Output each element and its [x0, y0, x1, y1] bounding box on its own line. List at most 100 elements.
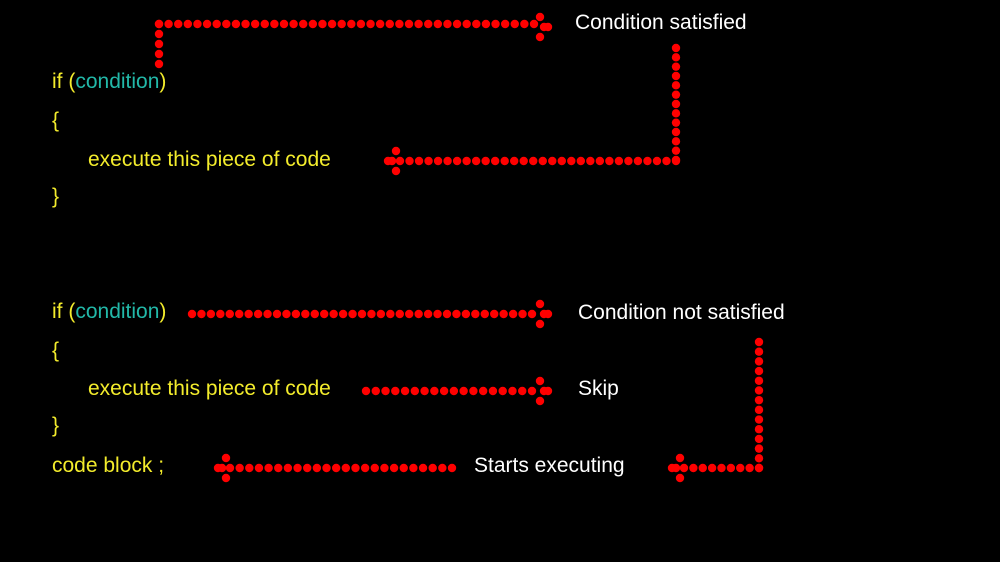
arrow-bottom-right-vertical — [754, 337, 764, 347]
arrow-head-code-block — [221, 473, 231, 483]
arrow-top-return — [443, 156, 452, 166]
arrow-head-starts — [667, 463, 677, 473]
arrow-bottom-to-code-block — [409, 463, 418, 473]
arrow-bottom-to-code-block — [303, 463, 312, 473]
arrow-bottom-if — [527, 309, 537, 319]
arrow-top-return — [548, 156, 557, 166]
arrow-top-horizontal — [193, 19, 202, 29]
arrow-top-horizontal — [462, 19, 471, 29]
arrow-bottom-to-code-block — [447, 463, 457, 473]
arrow-top-return — [643, 156, 652, 166]
arrow-top-right-vertical — [671, 62, 681, 71]
arrow-top-horizontal — [433, 19, 443, 29]
arrow-bottom-if — [310, 309, 319, 319]
arrow-top-return — [576, 156, 586, 166]
arrow-bottom-to-code-block — [389, 463, 399, 473]
arrow-bottom-to-code-block — [341, 463, 351, 473]
arrow-bottom-right-vertical — [754, 415, 764, 424]
arrow-head-not-satisfied — [535, 319, 545, 329]
arrow-bottom-if — [225, 309, 234, 319]
arrow-head-skip — [543, 386, 553, 396]
condition-text: condition — [75, 300, 160, 323]
arrow-top-horizontal — [270, 19, 279, 29]
arrow-top-return — [490, 156, 500, 166]
code-line-if-bottom: if (condition) — [52, 299, 166, 325]
arrow-bottom-skip — [478, 386, 488, 396]
arrow-bottom-skip — [498, 386, 507, 396]
arrow-top-horizontal — [231, 19, 241, 29]
close-paren: ) — [159, 70, 167, 93]
arrow-top-horizontal — [452, 19, 462, 29]
arrow-top-horizontal — [183, 19, 193, 29]
arrow-bottom-if — [197, 309, 206, 319]
arrow-bottom-right-vertical — [754, 357, 764, 366]
arrow-bottom-right-vertical — [754, 444, 764, 453]
arrow-bottom-right-vertical — [754, 386, 764, 395]
close-brace-bottom: } — [52, 414, 60, 437]
arrow-top-return — [462, 156, 471, 166]
arrow-top-return — [414, 156, 424, 166]
arrow-top-horizontal — [174, 19, 183, 29]
arrow-top-return — [452, 156, 462, 166]
body-code-top: execute this piece of code — [88, 148, 331, 171]
arrow-top-return — [614, 156, 624, 166]
arrow-bottom-skip — [469, 386, 478, 396]
arrow-bottom-return — [707, 463, 717, 473]
arrow-bottom-to-code-block — [351, 463, 360, 473]
arrow-top-right-vertical — [671, 118, 681, 127]
arrow-bottom-if — [423, 309, 433, 319]
arrow-bottom-skip — [508, 386, 517, 396]
arrow-head-top-left — [383, 156, 393, 166]
arrow-bottom-skip — [430, 386, 439, 396]
arrow-bottom-skip — [488, 386, 498, 396]
arrow-head-top-right — [535, 12, 545, 22]
arrow-top-horizontal — [250, 19, 260, 29]
label-starts-executing: Starts executing — [474, 454, 625, 477]
arrow-bottom-if — [282, 309, 291, 319]
arrow-top-horizontal — [154, 19, 164, 29]
open-paren: ( — [68, 70, 76, 93]
arrow-bottom-skip — [371, 386, 380, 396]
arrow-top-return — [567, 156, 576, 166]
arrow-bottom-if — [338, 309, 348, 319]
arrow-top-horizontal — [241, 19, 250, 29]
arrow-bottom-if — [508, 309, 518, 319]
arrow-bottom-skip — [518, 386, 527, 396]
arrow-bottom-to-code-block — [293, 463, 302, 473]
arrow-top-horizontal — [327, 19, 337, 29]
arrow-bottom-to-code-block — [283, 463, 293, 473]
arrow-bottom-to-code-block — [428, 463, 437, 473]
arrow-bottom-to-code-block — [399, 463, 408, 473]
arrow-bottom-right-vertical — [754, 376, 764, 385]
arrow-top-right-vertical — [671, 43, 681, 53]
arrow-bottom-to-code-block — [225, 463, 235, 473]
arrow-bottom-skip — [439, 386, 449, 396]
arrow-bottom-if — [433, 309, 442, 319]
arrow-top-right-vertical — [671, 71, 681, 81]
arrow-top-horizontal — [356, 19, 366, 29]
arrow-bottom-if — [480, 309, 489, 319]
arrow-bottom-if — [367, 309, 376, 319]
arrow-top-left-vertical — [154, 39, 164, 49]
code-block-line: code block ; — [52, 454, 165, 477]
arrow-bottom-right-vertical — [754, 405, 764, 415]
arrow-top-horizontal — [491, 19, 500, 29]
label-condition-satisfied: Condition satisfied — [575, 11, 747, 34]
arrow-top-return — [510, 156, 519, 166]
arrow-bottom-to-code-block — [322, 463, 331, 473]
arrow-bottom-to-code-block — [331, 463, 341, 473]
arrow-bottom-if — [442, 309, 452, 319]
arrow-bottom-if — [235, 309, 244, 319]
arrow-top-right-vertical — [671, 127, 681, 137]
arrow-top-return — [481, 156, 490, 166]
arrow-top-horizontal — [414, 19, 423, 29]
arrow-bottom-return — [736, 463, 745, 473]
arrow-bottom-return — [689, 463, 698, 473]
arrow-top-left-vertical — [154, 49, 164, 59]
arrow-top-right-vertical — [671, 99, 681, 109]
arrow-top-horizontal — [481, 19, 491, 29]
code-line-if-top: if (condition) — [52, 69, 166, 95]
arrow-bottom-skip — [391, 386, 400, 396]
arrow-bottom-if — [244, 309, 253, 319]
